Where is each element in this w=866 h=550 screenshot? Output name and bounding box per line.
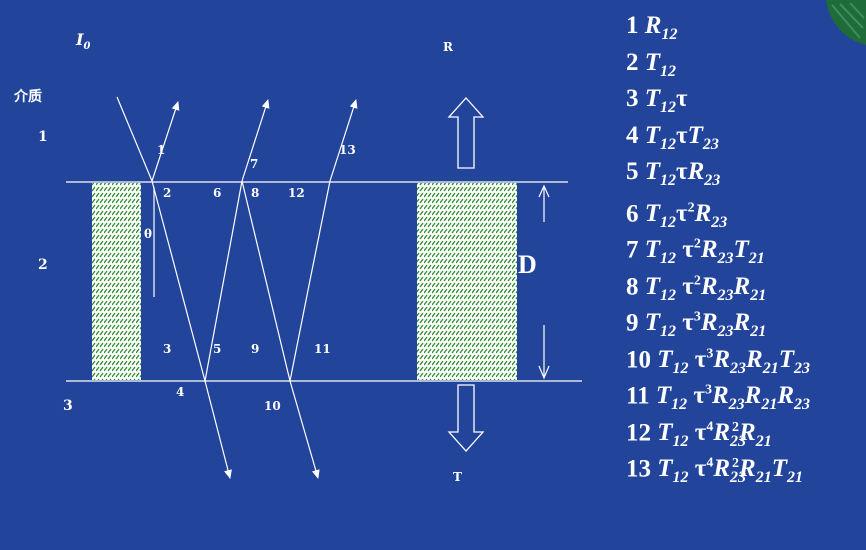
coefficient-formula: T12 τ3R23R21T23 <box>657 345 810 377</box>
ray-number-9: 9 <box>251 342 260 356</box>
transmitted-ray-4 <box>204 380 232 479</box>
coefficient-number: 6 <box>626 199 645 227</box>
coefficient-number: 8 <box>626 272 645 300</box>
angle-label: θ <box>144 227 153 241</box>
coefficient-number: 5 <box>626 158 645 185</box>
coefficient-item: 5 T12τR23 <box>626 154 864 191</box>
ray-number-8: 8 <box>251 186 260 200</box>
coefficient-formula: T12 <box>644 48 677 80</box>
reflected-ray-11 <box>289 180 331 382</box>
ray-number-13: 13 <box>339 143 356 157</box>
layer-1-label: 1 <box>38 129 48 145</box>
coefficient-formula: T12τ <box>644 85 688 116</box>
coefficient-item: 10 T12 τ3R23R21T23 <box>626 337 864 377</box>
coefficient-formula: T12 τ4R232R21T21 <box>657 455 803 487</box>
down-arrow-icon <box>447 384 485 452</box>
coefficient-formula: T12τR23 <box>644 158 721 189</box>
coefficient-number: 13 <box>626 455 658 483</box>
coefficient-formula: T12 τ4R232R21 <box>657 418 772 450</box>
coefficient-number: 10 <box>626 345 658 373</box>
coefficient-formula: T12 τ3R23R21R23 <box>655 382 810 414</box>
coefficient-formula: T12τT23 <box>644 121 719 153</box>
coefficient-number: 11 <box>626 382 656 410</box>
medium-label: 介质 <box>14 89 42 105</box>
reflected-ray-5 <box>204 180 243 382</box>
coefficient-number: 7 <box>626 236 645 264</box>
up-arrow-icon <box>447 97 485 169</box>
coefficient-formula: T12τ2R23 <box>644 199 728 231</box>
layer-3-label: 3 <box>63 398 73 414</box>
incident-label: I0 <box>76 30 90 52</box>
coefficient-item: 11 T12 τ3R23R21R23 <box>626 373 864 414</box>
coefficient-number: 12 <box>626 418 658 446</box>
light-rays <box>116 96 358 479</box>
ray-number-11: 11 <box>314 342 331 356</box>
ray-number-1: 1 <box>157 143 166 157</box>
slab-left <box>92 183 141 380</box>
reflected-label: R <box>443 40 453 54</box>
coefficient-item: 8 T12 τ2R23R21 <box>626 264 864 304</box>
ray-number-4: 4 <box>176 385 185 399</box>
slab-right <box>417 183 517 380</box>
transmitted-ray-7 <box>241 99 270 182</box>
coefficient-item: 2 T12 <box>626 45 864 82</box>
coefficient-formula: R12 <box>644 12 678 43</box>
transmitted-ray-13 <box>329 99 358 182</box>
refracted-ray-2 <box>151 180 206 382</box>
coefficient-formula: T12 τ2R23R21 <box>644 272 767 304</box>
coefficient-number: 4 <box>626 121 645 149</box>
ray-number-3: 3 <box>163 342 172 356</box>
ray-number-6: 6 <box>213 186 222 200</box>
incident-ray <box>116 96 153 182</box>
ray-number-5: 5 <box>213 342 222 356</box>
coefficient-item: 6 T12τ2R23 <box>626 191 864 231</box>
reflected-ray-1 <box>151 101 180 182</box>
coefficient-item: 9 T12 τ3R23R21 <box>626 300 864 341</box>
coefficient-number: 2 <box>626 48 645 76</box>
transmitted-ray-10 <box>289 380 320 479</box>
thickness-dimension <box>538 184 550 380</box>
coefficient-item: 1 R12 <box>626 8 864 45</box>
coefficient-formula: T12 τ3R23R21 <box>644 309 767 341</box>
ray-number-12: 12 <box>288 186 305 200</box>
coefficient-number: 9 <box>626 309 645 337</box>
coefficient-item: 13 T12 τ4R232R21T21 <box>626 446 864 487</box>
ray-number-10: 10 <box>264 399 281 413</box>
thickness-label: D <box>518 250 537 279</box>
coefficient-number: 1 <box>626 12 645 39</box>
coefficient-item: 7 T12 τ2R23T21 <box>626 227 864 268</box>
layer-2-label: 2 <box>38 257 48 273</box>
coefficient-item: 4 T12τT23 <box>626 118 864 155</box>
ray-number-2: 2 <box>163 186 172 200</box>
ray-number-7: 7 <box>250 157 259 171</box>
transmitted-label: T <box>453 470 462 484</box>
corner-leaf-icon <box>826 0 866 45</box>
coefficient-item: 3 T12τ <box>626 81 864 118</box>
incident-symbol: I0 <box>76 30 91 53</box>
coefficient-number: 3 <box>626 85 645 112</box>
coefficient-formula: T12 τ2R23T21 <box>644 236 765 268</box>
coefficient-item: 12 T12 τ4R232R21 <box>626 410 864 450</box>
reflected-ray-8 <box>241 180 291 382</box>
